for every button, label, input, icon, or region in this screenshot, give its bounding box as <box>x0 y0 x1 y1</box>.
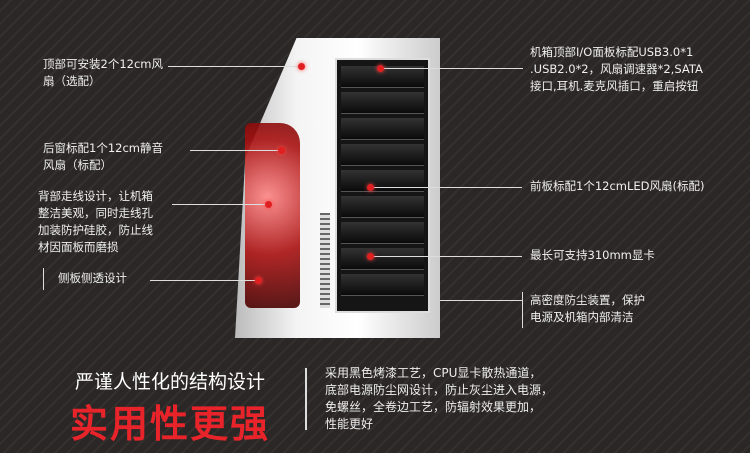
side-window <box>245 123 300 308</box>
callout-gpu-length: 最长可支持310mm显卡 <box>530 248 655 262</box>
computer-case-image <box>225 28 450 338</box>
callout-dust-filter: 高密度防尘装置，保护 电源及机箱内部清洁 <box>530 293 645 324</box>
callout-side-window: 侧板侧透设计 <box>58 271 127 285</box>
callout-cable-management: 背部走线设计，让机箱 整洁美观，同时走线孔 加装防护硅胶，防止线 材因面板而磨损 <box>38 189 153 254</box>
description: 采用黑色烤漆工艺，CPU显卡散热通道， 底部电源防尘网设计，防止灰尘进入电源， … <box>325 366 554 431</box>
headline: 严谨人性化的结构设计 <box>75 371 266 393</box>
callout-rear-fan: 后窗标配1个12cm静音 风扇（标配） <box>43 141 163 172</box>
divider <box>305 368 307 430</box>
side-vent <box>320 213 330 308</box>
front-panel <box>335 58 430 313</box>
callout-io-panel: 机箱顶部I/O面板标配USB3.0*1 .USB2.0*2，风扇调速器*2,SA… <box>530 45 703 93</box>
callout-top-fans: 顶部可安装2个12cm风 扇（选配） <box>43 57 163 88</box>
callout-front-fan: 前板标配1个12cmLED风扇(标配) <box>530 179 705 193</box>
slogan: 实用性更强 <box>70 402 271 446</box>
